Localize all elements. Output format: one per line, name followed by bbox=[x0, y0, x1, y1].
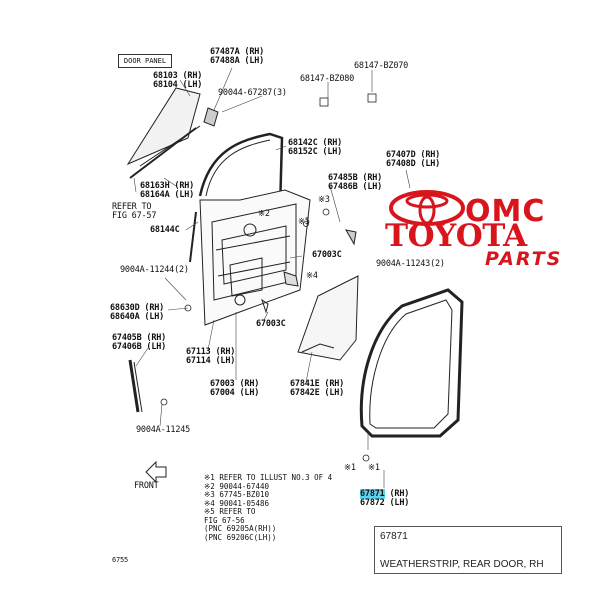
omc-toyota-parts-logo: OMC TOYOTA PARTS bbox=[385, 190, 585, 270]
note-line: ※2 90044-67440 bbox=[204, 481, 269, 491]
star4-marker: ※4 bbox=[306, 271, 318, 281]
part-label-67004[interactable]: 67004 (LH) bbox=[210, 388, 260, 398]
part-label-67003c-b[interactable]: 67003C bbox=[256, 319, 286, 329]
part-info-box: 67871 WEATHERSTRIP, REAR DOOR, RH bbox=[374, 526, 562, 574]
part-label-67407d[interactable]: 67407D (RH) bbox=[386, 150, 441, 160]
part-label-68142c[interactable]: 68142C (RH) bbox=[288, 138, 343, 148]
part-label-67486b[interactable]: 67486B (LH) bbox=[328, 182, 383, 192]
part-label-68630d[interactable]: 68630D (RH) bbox=[110, 303, 165, 313]
pillar-shape bbox=[128, 359, 140, 413]
front-arrow-shape bbox=[145, 460, 167, 484]
part-label-67408d[interactable]: 67408D (LH) bbox=[386, 159, 441, 169]
star1-marker-b: ※1 bbox=[368, 463, 380, 473]
info-part-number: 67871 bbox=[380, 531, 408, 542]
trim-panel-shape bbox=[297, 275, 359, 361]
note-line: ※4 90041-05486 bbox=[204, 498, 269, 508]
toyota-emblem-icon bbox=[389, 190, 465, 226]
front-label: FRONT bbox=[134, 481, 159, 491]
part-label-90044-67287[interactable]: 90044-67287(3) bbox=[218, 88, 287, 98]
part-label-68152c[interactable]: 68152C (LH) bbox=[288, 147, 343, 157]
door-glass-shape bbox=[126, 87, 201, 166]
brand-omc-text: OMC bbox=[465, 194, 546, 229]
refer-to-label: REFER TO bbox=[112, 202, 152, 212]
part-label-68147-bz070[interactable]: 68147-BZ070 bbox=[354, 61, 409, 71]
part-label-67405b[interactable]: 67405B (RH) bbox=[112, 333, 167, 343]
part-label-68640a[interactable]: 68640A (LH) bbox=[110, 312, 165, 322]
door-frame-shape bbox=[198, 132, 284, 211]
part-label-67406b[interactable]: 67406B (LH) bbox=[112, 342, 167, 352]
note-line: FIG 67-56 bbox=[204, 515, 245, 525]
selected-part-highlight: 67871 bbox=[360, 489, 385, 499]
note-line: (PNC 69205A(RH)) bbox=[204, 524, 277, 533]
part-label-9004a-11243[interactable]: 9004A-11243(2) bbox=[376, 259, 445, 269]
part-label-67003c-a[interactable]: 67003C bbox=[312, 250, 342, 260]
note-line: ※1 REFER TO ILLUST NO.3 OF 4 bbox=[204, 473, 333, 482]
page-code: 6755 bbox=[112, 556, 129, 564]
door-inner-panel-shape bbox=[199, 189, 311, 326]
part-label-67113[interactable]: 67113 (RH) bbox=[186, 347, 236, 357]
part-label-67487a[interactable]: 67487A (RH) bbox=[210, 47, 265, 57]
part-label-9004a-11244[interactable]: 9004A-11244(2) bbox=[120, 265, 189, 275]
star2-marker: ※2 bbox=[258, 209, 270, 219]
part-label-68104[interactable]: 68104 (LH) bbox=[153, 80, 203, 90]
note-line: (PNC 69206C(LH)) bbox=[204, 532, 277, 542]
part-label-67488a[interactable]: 67488A (LH) bbox=[210, 56, 265, 66]
part-label-67841e[interactable]: 67841E (RH) bbox=[290, 379, 345, 389]
notes-legend: ※1 REFER TO ILLUST NO.3 OF 4 ※2 90044-67… bbox=[204, 473, 333, 542]
part-label-67114[interactable]: 67114 (LH) bbox=[186, 356, 236, 366]
part-label-68144c[interactable]: 68144C bbox=[150, 225, 180, 235]
star1-marker: ※1 bbox=[344, 463, 356, 473]
info-part-description: WEATHERSTRIP, REAR DOOR, RH bbox=[380, 559, 544, 570]
note-line: ※5 REFER TO bbox=[204, 507, 256, 516]
brand-toyota-text: TOYOTA bbox=[385, 218, 527, 254]
part-label-67871[interactable]: 67871 (RH) bbox=[360, 489, 410, 499]
part-label-9004a-11245[interactable]: 9004A-11245 bbox=[136, 425, 191, 435]
star3-marker: ※3 bbox=[318, 195, 330, 205]
part-label-68164a[interactable]: 68164A (LH) bbox=[140, 190, 195, 200]
fig-67-57-link[interactable]: FIG 67-57 bbox=[112, 211, 157, 221]
part-label-68103[interactable]: 68103 (RH) bbox=[153, 71, 203, 81]
brand-parts-text: PARTS bbox=[485, 248, 563, 270]
part-label-67003[interactable]: 67003 (RH) bbox=[210, 379, 260, 389]
part-label-67871-side: (RH) bbox=[389, 489, 410, 499]
weatherstrip-shape bbox=[359, 288, 464, 438]
part-label-67872[interactable]: 67872 (LH) bbox=[360, 498, 410, 508]
glass-run-shape bbox=[129, 127, 197, 179]
part-label-68147-bz080[interactable]: 68147-BZ080 bbox=[300, 74, 355, 84]
part-label-67842e[interactable]: 67842E (LH) bbox=[290, 388, 345, 398]
part-label-68163h[interactable]: 68163H (RH) bbox=[140, 181, 195, 191]
door-panel-label: DOOR PANEL bbox=[118, 54, 172, 68]
star5-marker: ※5 bbox=[298, 217, 310, 227]
part-label-67485b[interactable]: 67485B (RH) bbox=[328, 173, 383, 183]
note-line: ※3 67745-BZ010 bbox=[204, 490, 269, 499]
